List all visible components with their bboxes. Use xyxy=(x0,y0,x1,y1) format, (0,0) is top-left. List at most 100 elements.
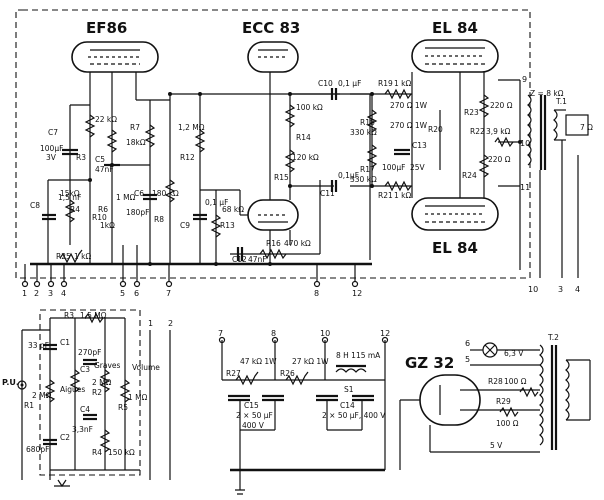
ecc83-title: ECC 83 xyxy=(242,19,300,37)
svg-text:R1: R1 xyxy=(24,401,34,410)
svg-text:2: 2 xyxy=(168,319,173,328)
svg-text:S1: S1 xyxy=(344,385,354,394)
svg-text:P.U.: P.U. xyxy=(2,378,19,387)
svg-text:C4: C4 xyxy=(80,405,90,414)
svg-text:R22: R22 xyxy=(470,127,485,136)
svg-text:0,1μF: 0,1μF xyxy=(338,171,359,180)
top-pin-numbers: 1 2 3 4 5 6 7 8 12 10 3 4 9 10 11 xyxy=(22,75,580,298)
svg-text:R17: R17 xyxy=(360,165,375,174)
svg-text:6,3 V: 6,3 V xyxy=(504,349,524,358)
svg-text:1: 1 xyxy=(22,289,27,298)
svg-text:9: 9 xyxy=(522,75,527,84)
svg-text:2 × 50 μF: 2 × 50 μF xyxy=(236,411,273,420)
svg-text:4: 4 xyxy=(61,289,66,298)
svg-text:1kΩ: 1kΩ xyxy=(100,221,115,230)
svg-text:25V: 25V xyxy=(410,163,426,172)
svg-text:3: 3 xyxy=(558,285,563,294)
svg-text:3,3nF: 3,3nF xyxy=(72,425,93,434)
svg-text:1: 1 xyxy=(148,319,153,328)
svg-text:680pF: 680pF xyxy=(26,445,49,454)
svg-text:R2: R2 xyxy=(92,388,102,397)
svg-text:6: 6 xyxy=(465,339,470,348)
rectifier-stage xyxy=(399,342,591,470)
svg-text:C8: C8 xyxy=(30,201,40,210)
svg-text:22 kΩ: 22 kΩ xyxy=(95,115,117,124)
svg-text:1,5 MΩ: 1,5 MΩ xyxy=(80,311,107,320)
svg-text:R23: R23 xyxy=(464,108,479,117)
svg-text:1,2 MΩ: 1,2 MΩ xyxy=(178,123,205,132)
svg-text:R4: R4 xyxy=(92,448,102,457)
svg-text:2 × 50 μF, 400 V: 2 × 50 μF, 400 V xyxy=(322,411,386,420)
svg-text:R18: R18 xyxy=(360,118,375,127)
svg-text:R21: R21 xyxy=(378,191,393,200)
svg-text:R12: R12 xyxy=(180,153,195,162)
svg-text:47nF: 47nF xyxy=(248,255,267,264)
svg-text:100μF: 100μF xyxy=(382,163,405,172)
svg-text:100 Ω: 100 Ω xyxy=(496,419,519,428)
svg-text:R19: R19 xyxy=(378,79,393,88)
svg-text:1 kΩ: 1 kΩ xyxy=(394,191,411,200)
rectifier-labels: GZ 32 6 5 6,3 V R28 100 Ω R29 100 Ω 5 V … xyxy=(405,333,559,450)
svg-text:R20: R20 xyxy=(428,125,443,134)
svg-text:R26: R26 xyxy=(280,369,295,378)
svg-text:R24: R24 xyxy=(462,171,477,180)
svg-text:120 kΩ: 120 kΩ xyxy=(292,153,319,162)
svg-text:0,1 μF: 0,1 μF xyxy=(205,198,228,207)
ef86-tube xyxy=(71,41,159,73)
svg-text:C3: C3 xyxy=(80,365,90,374)
svg-text:R16: R16 xyxy=(266,239,281,248)
svg-text:R25: R25 xyxy=(56,252,71,261)
top-pin-terminals xyxy=(21,245,359,288)
svg-text:C7: C7 xyxy=(48,128,58,137)
svg-text:1 MΩ: 1 MΩ xyxy=(128,393,148,402)
tone-control-network xyxy=(17,309,171,488)
svg-text:4: 4 xyxy=(575,285,580,294)
chassis-outline xyxy=(15,9,531,279)
svg-text:8: 8 xyxy=(314,289,319,298)
svg-text:1 kΩ: 1 kΩ xyxy=(394,79,411,88)
ecc83-tube-upper xyxy=(247,41,299,73)
ecc83-tube-lower xyxy=(247,199,299,231)
svg-text:C10: C10 xyxy=(318,79,333,88)
power-filter xyxy=(218,336,389,495)
top-junctions xyxy=(88,92,522,266)
svg-text:5: 5 xyxy=(120,289,125,298)
svg-text:T.1: T.1 xyxy=(555,97,567,106)
svg-text:C9: C9 xyxy=(180,221,190,230)
svg-text:11: 11 xyxy=(520,183,530,192)
svg-text:150 kΩ: 150 kΩ xyxy=(108,448,135,457)
svg-text:1,5 nF: 1,5 nF xyxy=(58,193,81,202)
svg-text:47 kΩ 1W: 47 kΩ 1W xyxy=(240,357,277,366)
svg-text:18kΩ: 18kΩ xyxy=(126,138,146,147)
svg-text:R7: R7 xyxy=(130,123,140,132)
power-filter-labels: 7 8 10 12 R27 47 kΩ 1W R26 27 kΩ 1W S1 8… xyxy=(218,329,390,430)
svg-text:27 kΩ 1W: 27 kΩ 1W xyxy=(292,357,329,366)
svg-text:R14: R14 xyxy=(296,133,311,142)
svg-text:R27: R27 xyxy=(226,369,241,378)
svg-text:47nF: 47nF xyxy=(95,165,114,174)
svg-text:400 V: 400 V xyxy=(242,421,265,430)
svg-text:180 kΩ: 180 kΩ xyxy=(152,189,179,198)
svg-text:33 pF: 33 pF xyxy=(28,341,49,350)
gz32-title: GZ 32 xyxy=(405,354,454,372)
svg-text:330 kΩ: 330 kΩ xyxy=(350,128,377,137)
svg-text:100μF: 100μF xyxy=(40,144,63,153)
svg-text:470 kΩ: 470 kΩ xyxy=(284,239,311,248)
svg-text:Graves: Graves xyxy=(94,361,121,370)
el84-top-title: EL 84 xyxy=(432,19,478,37)
svg-text:C6: C6 xyxy=(134,189,144,198)
svg-text:10: 10 xyxy=(528,285,538,294)
svg-text:R4: R4 xyxy=(70,205,80,214)
svg-text:7: 7 xyxy=(218,329,223,338)
svg-text:R6: R6 xyxy=(98,205,108,214)
svg-text:R15: R15 xyxy=(274,173,289,182)
tone-control-labels: P.U. R3 1,5 MΩ C1 33 pF C2 680pF 270pF C… xyxy=(2,311,173,457)
top-capacitors xyxy=(42,88,410,261)
svg-text:Z = 8 kΩ: Z = 8 kΩ xyxy=(530,89,564,98)
svg-text:2: 2 xyxy=(34,289,39,298)
svg-text:270 Ω 1W: 270 Ω 1W xyxy=(390,121,428,130)
svg-text:Volume: Volume xyxy=(132,363,160,372)
svg-text:1 MΩ: 1 MΩ xyxy=(116,193,136,202)
svg-text:8: 8 xyxy=(271,329,276,338)
svg-text:5 V: 5 V xyxy=(490,441,503,450)
